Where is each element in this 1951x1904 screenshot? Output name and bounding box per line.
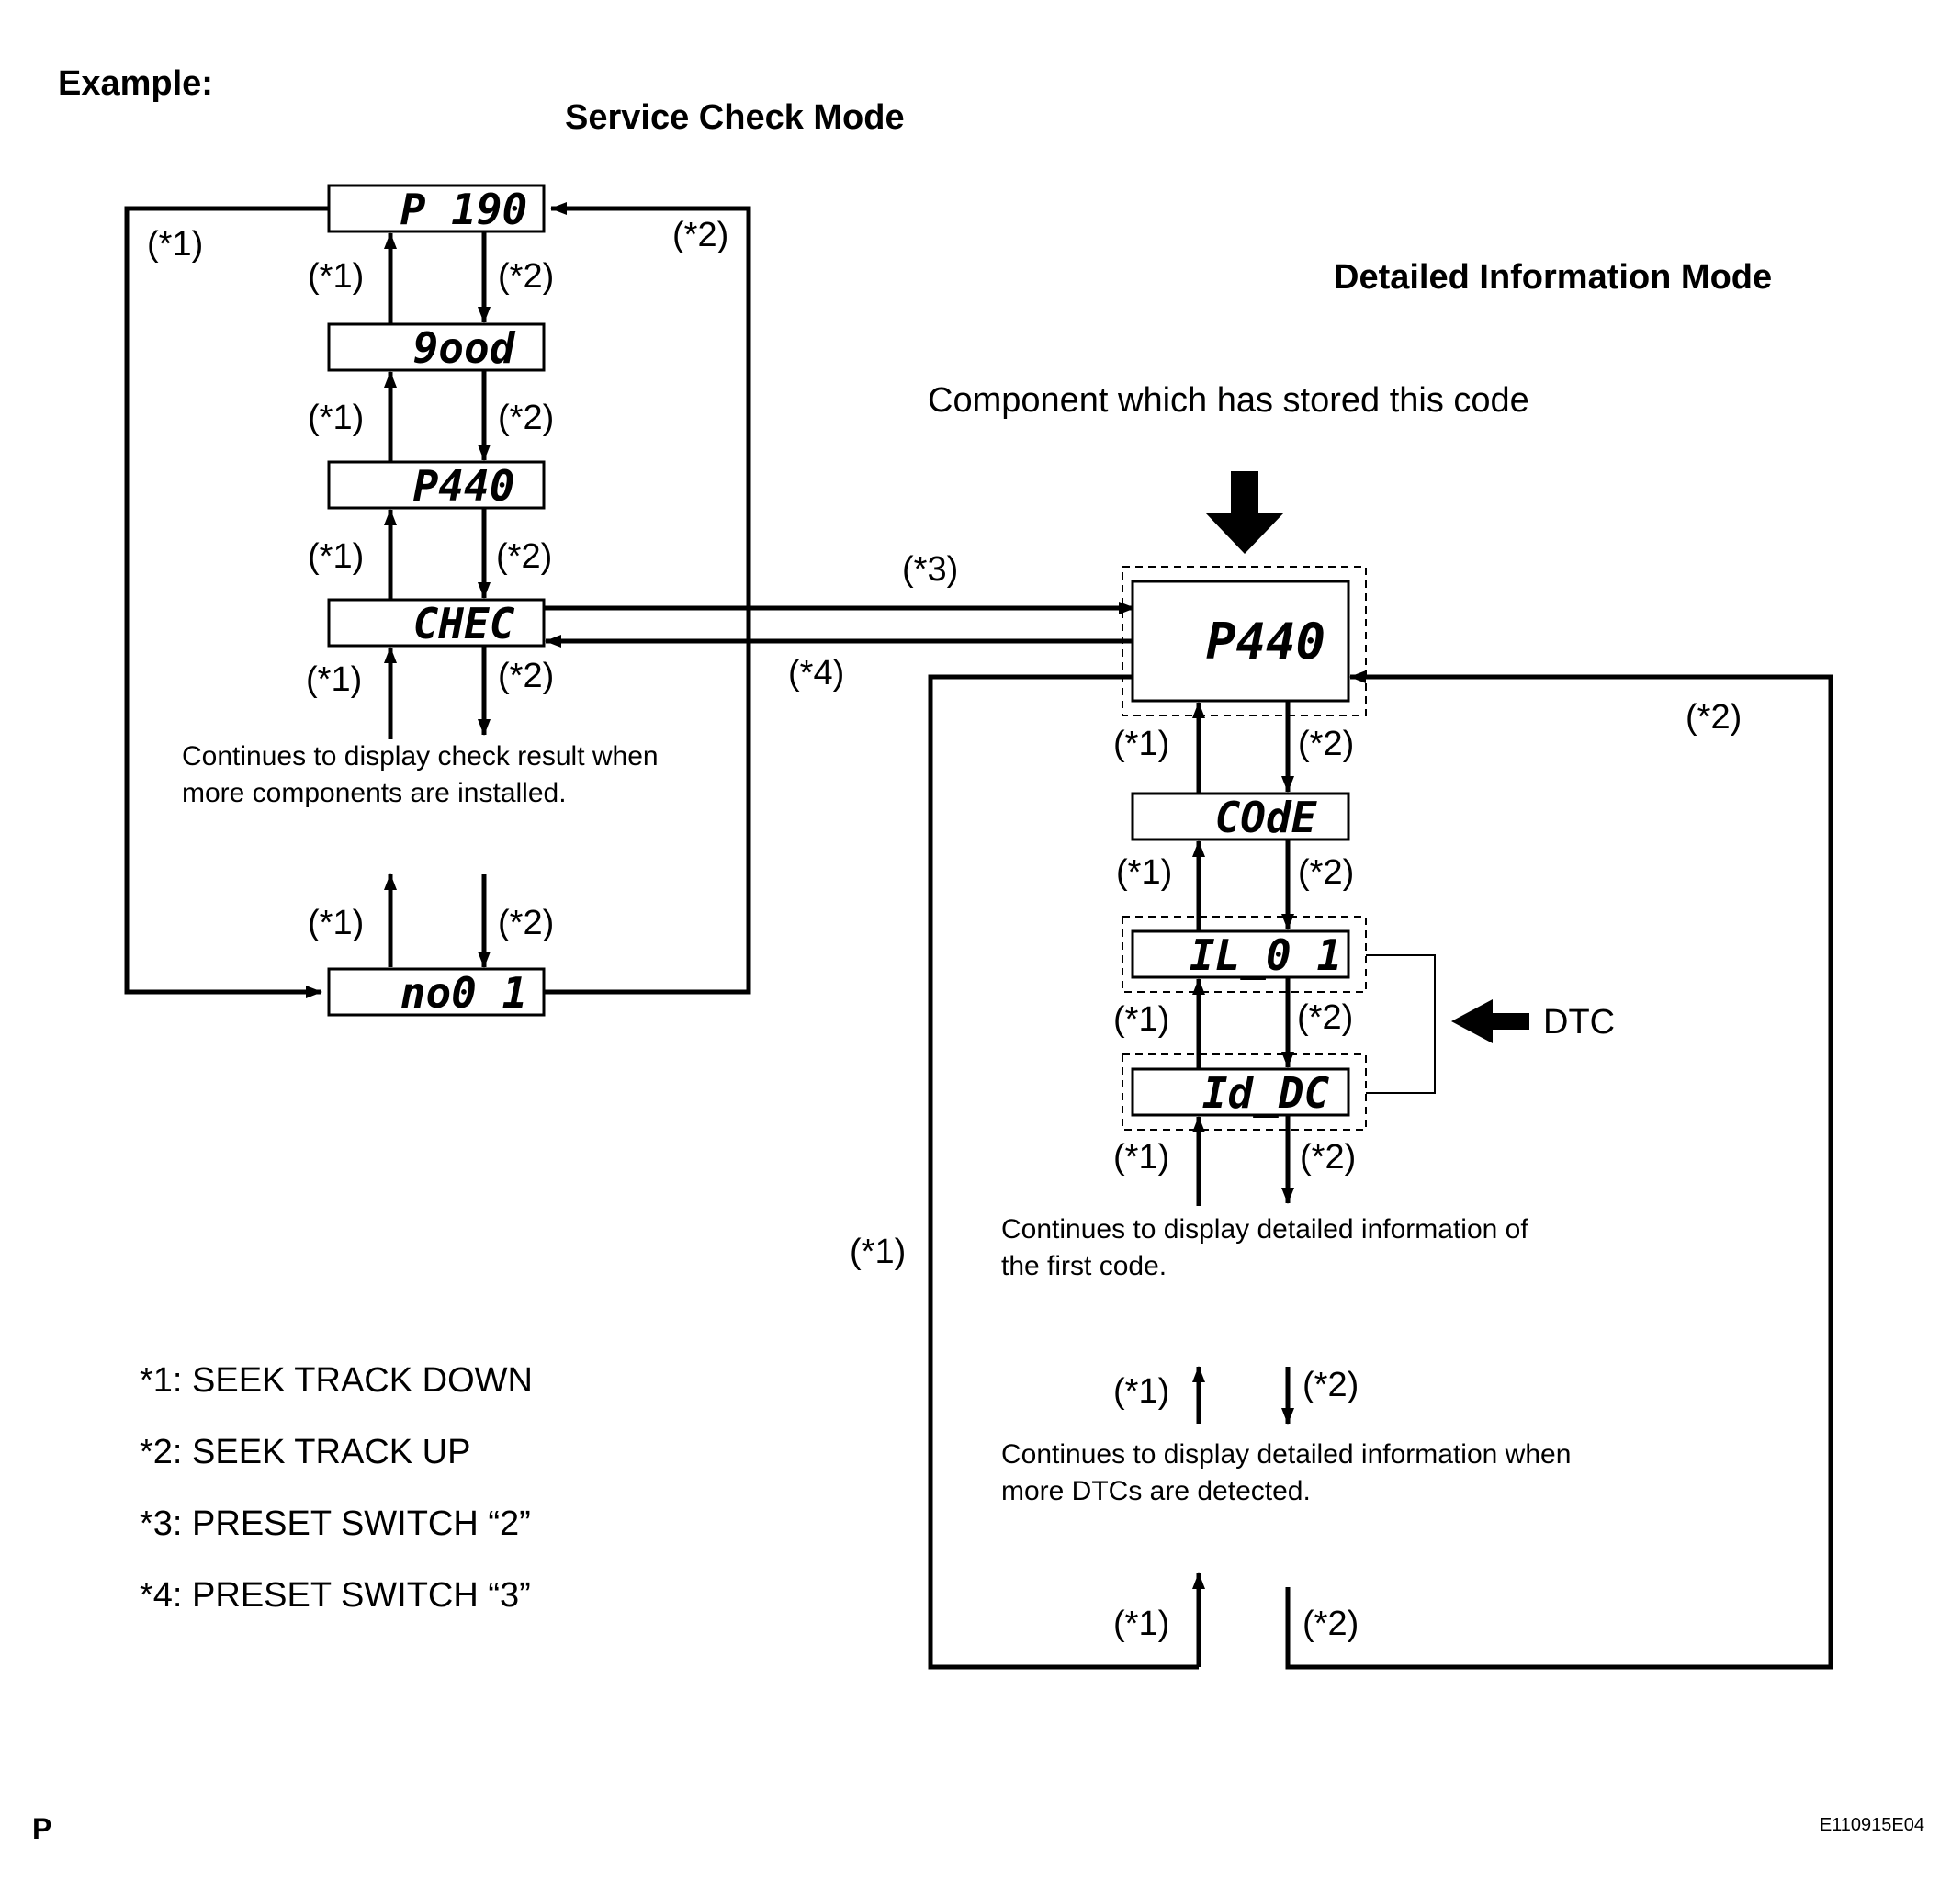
svg-text:(*2): (*2): [1300, 1138, 1356, 1177]
service-step-labels: (*1) (*2) (*1) (*2) (*1) (*2) (*1) (*2) …: [147, 216, 728, 942]
service-display-5-text: no0 1: [400, 968, 527, 1018]
detailed-display-1-text: P440: [1206, 613, 1325, 670]
detailed-group: [928, 566, 1833, 1670]
legend-item-4: *4: PRESET SWITCH “3”: [140, 1576, 531, 1615]
label-star4: (*4): [788, 654, 844, 693]
footer-right: E110915E04: [1820, 1815, 1924, 1835]
detail-note1-line1: Continues to display detailed informatio…: [1001, 1214, 1528, 1245]
service-display-3: [327, 460, 546, 510]
detailed-display-3-text: IL_0 1: [1190, 930, 1342, 980]
service-check-group: [124, 184, 751, 1017]
service-note-line2: more components are installed.: [182, 778, 567, 808]
mode-switch-arrows: [544, 602, 1135, 648]
detailed-display-1: [1131, 580, 1350, 703]
svg-text:(*2): (*2): [496, 537, 552, 576]
service-display-4: [327, 598, 546, 648]
svg-text:(*1): (*1): [308, 904, 364, 942]
service-loop-left: [124, 206, 329, 998]
svg-text:(*1): (*1): [850, 1233, 906, 1271]
svg-text:(*2): (*2): [498, 657, 554, 695]
dtc-arrow-icon: [1451, 999, 1529, 1043]
legend-item-1: *1: SEEK TRACK DOWN: [140, 1361, 533, 1400]
svg-text:(*2): (*2): [1298, 725, 1354, 763]
service-note-line1: Continues to display check result when: [182, 741, 659, 772]
component-big-arrow: [1205, 471, 1284, 554]
footer-left: P: [32, 1812, 51, 1845]
svg-text:(*1): (*1): [1113, 1138, 1169, 1177]
svg-text:(*2): (*2): [498, 399, 554, 437]
svg-text:(*1): (*1): [1116, 853, 1172, 892]
svg-text:(*2): (*2): [498, 904, 554, 942]
detail-note2-line2: more DTCs are detected.: [1001, 1476, 1311, 1506]
svg-text:(*2): (*2): [1297, 998, 1353, 1037]
detailed-display-3: [1131, 929, 1350, 979]
detailed-display-2-text: COdE: [1215, 793, 1318, 842]
svg-text:(*1): (*1): [308, 399, 364, 437]
legend-item-2: *2: SEEK TRACK UP: [140, 1433, 470, 1471]
svg-text:(*2): (*2): [1303, 1366, 1359, 1404]
service-display-1: [327, 184, 546, 233]
detail-note2-line1: Continues to display detailed informatio…: [1001, 1439, 1571, 1470]
service-display-1-text: P 190: [400, 185, 527, 234]
svg-text:(*1): (*1): [1113, 725, 1169, 763]
service-loop-right: [544, 202, 751, 995]
svg-text:(*1): (*1): [1113, 1605, 1169, 1643]
svg-text:(*2): (*2): [1303, 1605, 1359, 1643]
detail-note1-line2: the first code.: [1001, 1251, 1167, 1281]
detailed-loop-left: [928, 674, 1199, 1670]
detailed-display-2: [1131, 792, 1350, 841]
svg-text:(*1): (*1): [308, 257, 364, 296]
svg-text:(*2): (*2): [1298, 853, 1354, 892]
service-display-4-text: CHEC: [413, 599, 515, 648]
svg-text:(*1): (*1): [147, 225, 203, 264]
example-label: Example:: [58, 64, 213, 103]
label-star3: (*3): [902, 550, 958, 589]
service-display-2: [327, 322, 546, 372]
detailed-loop-right: [1285, 670, 1833, 1670]
service-mode-title: Service Check Mode: [565, 98, 905, 137]
detailed-mode-title: Detailed Information Mode: [1334, 258, 1772, 297]
dtc-label: DTC: [1543, 1003, 1615, 1042]
service-display-5: [327, 967, 546, 1017]
service-display-2-text: 9ood: [413, 323, 516, 373]
svg-text:(*1): (*1): [308, 537, 364, 576]
detailed-display-4: [1131, 1067, 1350, 1117]
legend-item-3: *3: PRESET SWITCH “2”: [140, 1504, 531, 1543]
svg-text:(*2): (*2): [1686, 698, 1742, 737]
svg-text:(*1): (*1): [1113, 1372, 1169, 1411]
component-caption: Component which has stored this code: [928, 381, 1529, 420]
detailed-display-4-text: Id_DC: [1202, 1068, 1330, 1118]
svg-text:(*1): (*1): [1113, 1000, 1169, 1039]
service-display-3-text: P440: [413, 461, 515, 511]
detailed-step-labels: (*1) (*2) (*2) (*1) (*2) (*1) (*2) (*1) …: [850, 698, 1742, 1643]
legend: *1: SEEK TRACK DOWN *2: SEEK TRACK UP *3…: [140, 1361, 533, 1615]
svg-text:(*1): (*1): [306, 660, 362, 699]
svg-text:(*2): (*2): [672, 216, 728, 254]
svg-text:(*2): (*2): [498, 257, 554, 296]
